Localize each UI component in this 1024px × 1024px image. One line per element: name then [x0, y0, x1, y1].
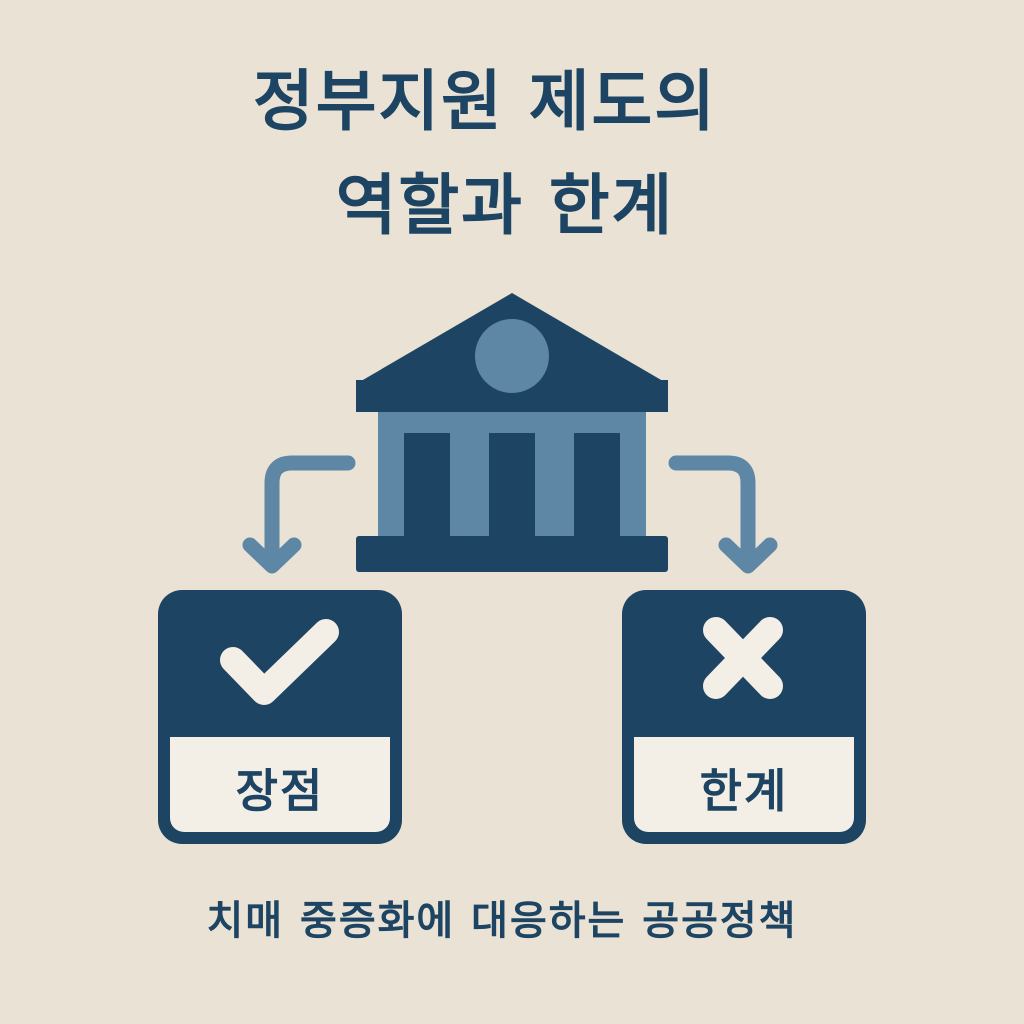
- arrow-right-down-icon: [668, 455, 778, 574]
- footer-caption: 치매 중증화에 대응하는 공공정책: [206, 898, 798, 944]
- title-line-1: 정부지원 제도의: [252, 63, 718, 140]
- advantages-label: 장점: [235, 763, 325, 818]
- page-title: 정부지원 제도의 역할과 한계: [0, 50, 970, 258]
- limitations-box: [622, 590, 866, 844]
- arrow-left-down-icon: [242, 455, 356, 574]
- government-building-icon: [356, 293, 668, 572]
- checkmark-icon: [220, 619, 339, 705]
- limitations-label: 한계: [699, 763, 789, 818]
- title-line-2: 역할과 한계: [335, 167, 675, 244]
- x-mark-icon: [703, 617, 783, 699]
- advantages-box: [158, 590, 402, 844]
